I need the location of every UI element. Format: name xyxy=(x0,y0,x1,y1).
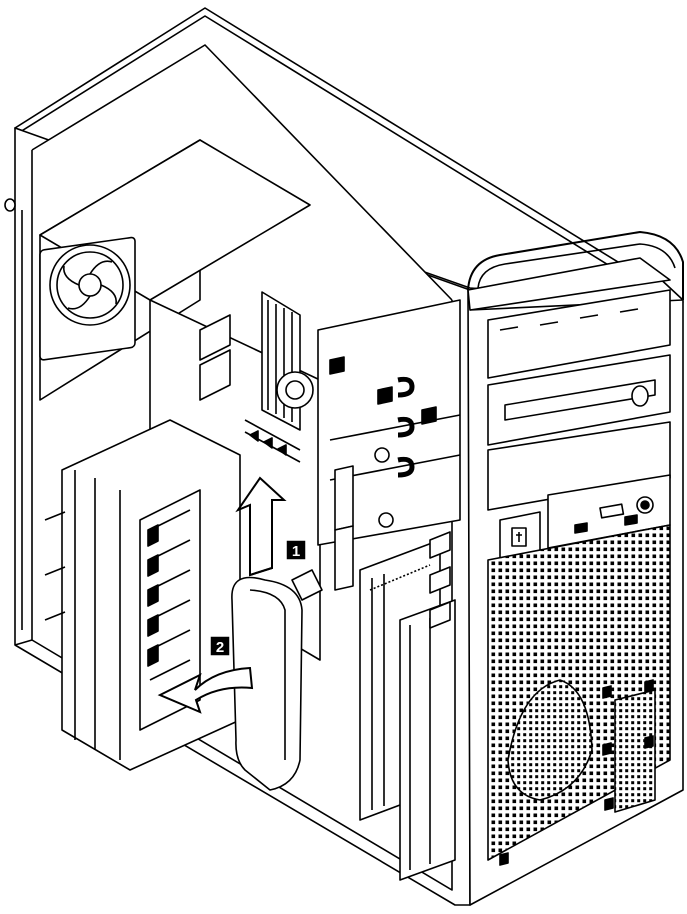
up-arrow xyxy=(235,476,287,577)
fan-icon xyxy=(39,236,136,361)
drive-bay-cage xyxy=(317,299,461,591)
step-number-1: 1 xyxy=(292,543,300,560)
hard-drive-cage xyxy=(44,419,241,771)
step-number-2: 2 xyxy=(216,639,224,656)
cable-connector xyxy=(291,569,323,601)
speaker-grille xyxy=(507,679,593,801)
latch-icon xyxy=(4,198,16,212)
expansion-cards xyxy=(359,531,456,881)
front-bezel xyxy=(467,231,684,906)
sata-cable xyxy=(231,569,323,791)
step-badge-1: 1 xyxy=(285,539,307,561)
curved-left-arrow xyxy=(157,666,254,714)
step-badge-2: 2 xyxy=(209,635,231,657)
